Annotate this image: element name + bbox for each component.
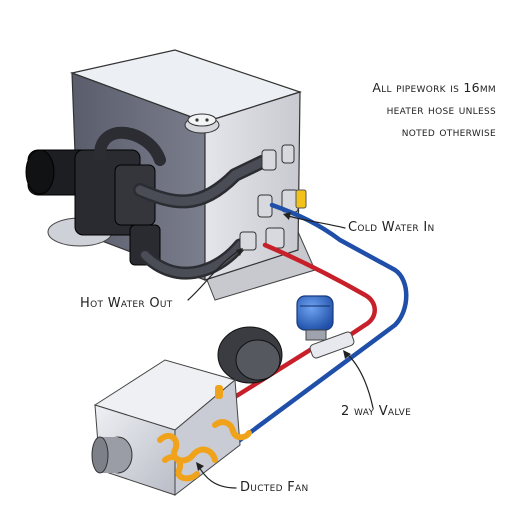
hot-water-pipe-to-valve	[262, 242, 377, 338]
leader-lines	[187, 212, 374, 489]
label-hot-water-out: Hot Water Out	[80, 296, 173, 311]
label-cold-water-in: Cold Water In	[348, 220, 435, 235]
two-way-valve	[296, 295, 355, 359]
ducted-fan-unit	[91, 326, 283, 497]
label-two-way-valve: 2 way Valve	[341, 404, 412, 419]
pipework-note: All pipework is 16mm heater hose unless …	[296, 77, 496, 143]
note-line-1: All pipework is 16mm	[372, 80, 496, 95]
note-line-2: heater hose unless	[386, 102, 496, 117]
yellow-valve-handle	[295, 189, 307, 209]
tank-fittings	[239, 144, 307, 251]
heater-hoses	[94, 126, 269, 280]
engine-pump-assembly	[25, 149, 161, 266]
leader-two-way-valve	[344, 351, 374, 409]
leader-hot-water-out	[187, 249, 241, 301]
note-line-3: noted otherwise	[401, 124, 496, 139]
heating-coil	[157, 419, 252, 482]
label-ducted-fan: Ducted Fan	[240, 480, 309, 495]
